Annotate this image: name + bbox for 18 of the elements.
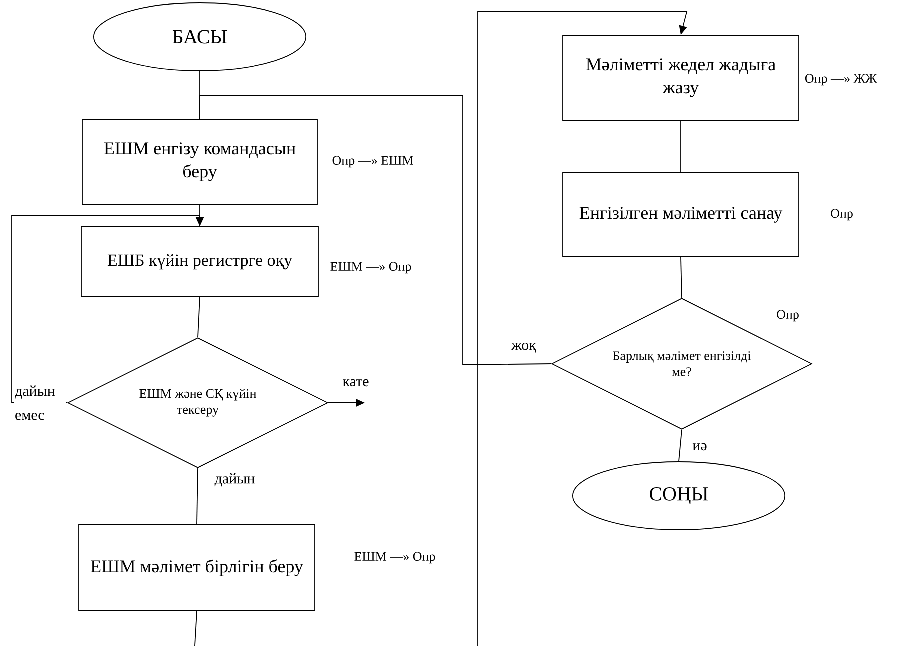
process-box: ЕШМ енгізу командасын беру [82, 119, 318, 205]
side-note: ЕШМ —» Опр [354, 552, 436, 564]
side-note: Опр [831, 209, 853, 221]
process-box: Мәліметті жедел жадыға жазу [562, 35, 800, 121]
edge-label: дайын [214, 472, 256, 488]
side-note: ЕШМ —» Опр [330, 262, 412, 274]
side-note: Опр —» ЕШМ [332, 156, 414, 168]
process-box: ЕШБ күйін регистрге оқу [81, 226, 319, 298]
edge-label: дайын емес [14, 384, 66, 422]
process-box: Енгізілген мәліметті санау [562, 172, 800, 258]
edge-label: жоқ [510, 342, 538, 354]
side-note: Опр —» ЖЖ [805, 74, 878, 86]
arrow [478, 12, 688, 646]
edge-label: иә [692, 442, 708, 452]
arrow [12, 216, 204, 404]
process-box: ЕШМ мәлімет бірлігін беру [78, 524, 316, 612]
side-note: Опр [777, 310, 799, 322]
edge-label: кате [342, 378, 370, 388]
